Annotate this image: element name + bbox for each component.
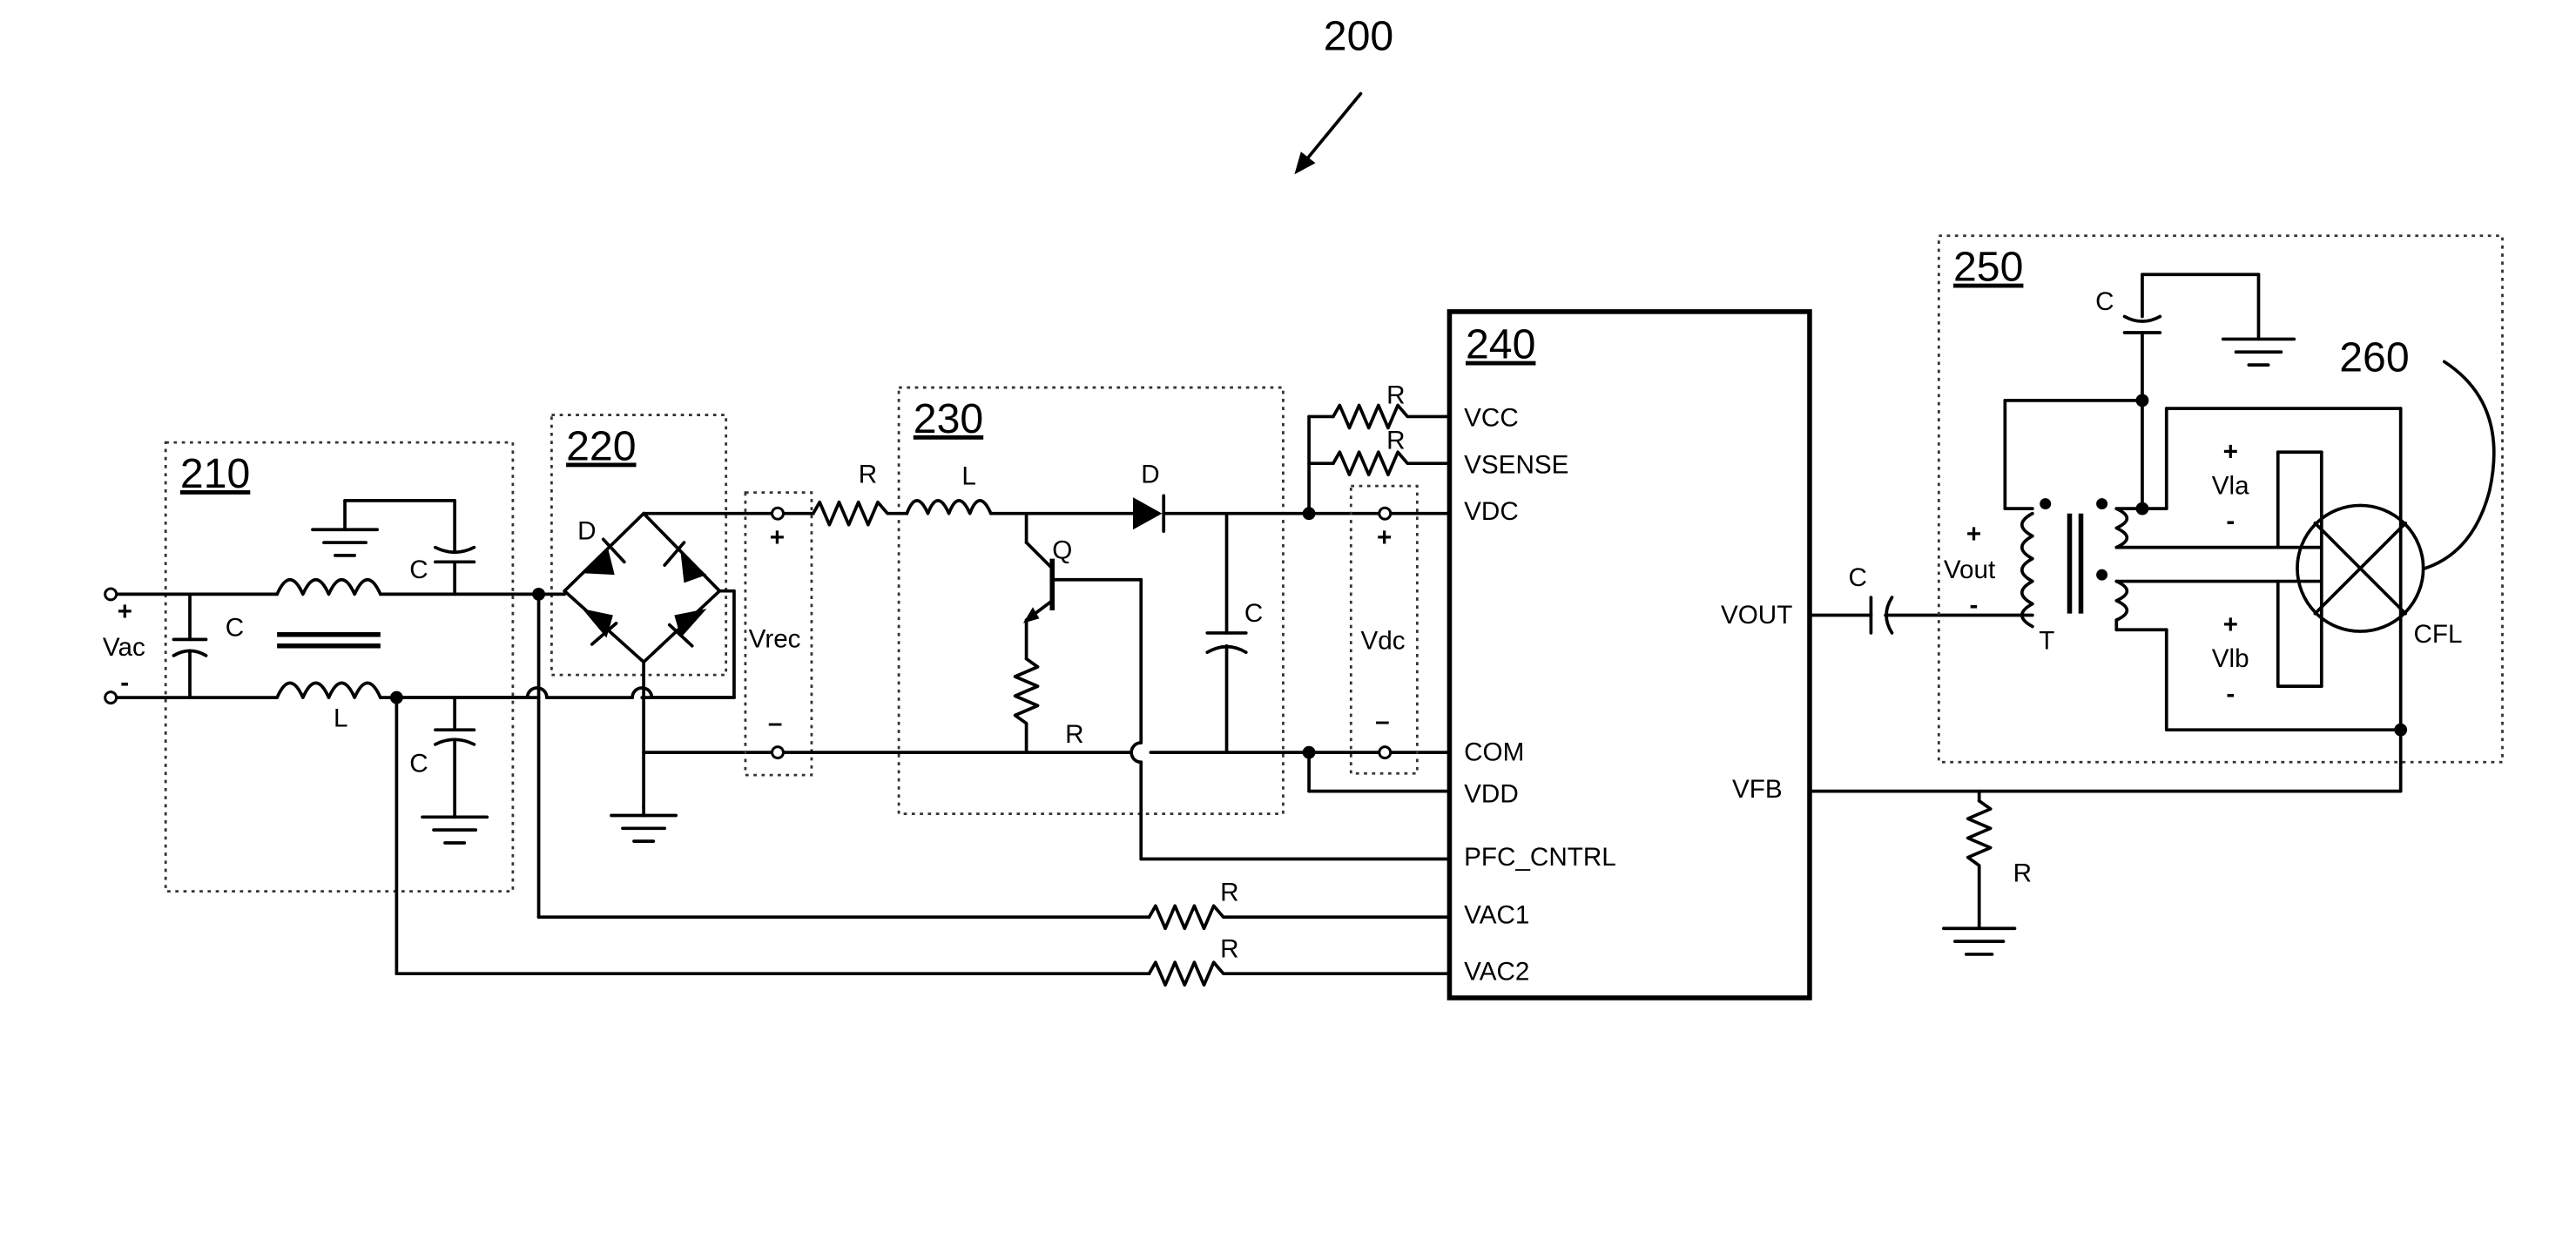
node-vdc <box>1303 507 1316 520</box>
vrec-minus-sign: – <box>768 709 783 738</box>
vout-plus-sign: + <box>1966 520 1981 549</box>
vrec-plus-terminal <box>772 508 784 519</box>
vac-plus-sign: + <box>118 597 132 626</box>
vrec-label: Vrec <box>749 625 801 654</box>
figure-ref-label: 200 <box>1324 12 1393 59</box>
vac2-resistor-label: R <box>1220 935 1238 964</box>
feedback-line <box>1810 730 2401 954</box>
block-210-label: 210 <box>180 450 250 497</box>
pin-vcc: VCC <box>1464 404 1519 433</box>
block-210-boundary <box>165 442 513 892</box>
pin-vdc: VDC <box>1464 497 1519 526</box>
boost-diode-label: D <box>1141 460 1159 488</box>
lamp-label: CFL <box>2414 620 2463 649</box>
y-capacitor-top-label: C <box>409 556 428 584</box>
vdc-plus-sign: + <box>1377 523 1392 552</box>
vlb-label: Vlb <box>2212 644 2249 673</box>
ac-sense-lines <box>396 594 1449 985</box>
pin-vfb: VFB <box>1732 775 1783 804</box>
vlb-minus-sign: - <box>2226 680 2235 709</box>
pin-vdd: VDD <box>1464 780 1519 809</box>
vla-plus-sign: + <box>2223 437 2238 466</box>
choke-label: L <box>334 704 347 732</box>
y-capacitor-bottom-label: C <box>409 749 428 778</box>
block-240-label: 240 <box>1466 321 1535 368</box>
output-coupling-capacitor <box>1810 597 2033 633</box>
pin-pfc-cntrl: PFC_CNTRL <box>1464 843 1616 872</box>
sense-resistor-label: R <box>1065 720 1083 749</box>
pin-vac1: VAC1 <box>1464 901 1529 930</box>
node-com <box>1303 746 1316 759</box>
vout-label: Vout <box>1944 556 1996 584</box>
block-220-label: 220 <box>566 422 636 469</box>
vlb-plus-sign: + <box>2223 610 2238 639</box>
bulk-capacitor-label: C <box>1244 599 1263 628</box>
resonant-capacitor-label: C <box>2095 287 2114 316</box>
transformer-label: T <box>2039 626 2054 655</box>
x-capacitor-label: C <box>226 614 244 643</box>
coupling-capacitor-label: C <box>1848 563 1866 592</box>
node-secondary-a <box>2136 502 2149 515</box>
vla-minus-sign: - <box>2226 507 2235 536</box>
pin-vout: VOUT <box>1721 601 1792 630</box>
series-resistor-label: R <box>859 460 877 488</box>
node-primary-top <box>2136 394 2149 407</box>
block-250-label: 250 <box>1953 244 2023 291</box>
pfc-inductor-label: L <box>961 461 976 490</box>
secondary-a-polarity-dot <box>2096 498 2107 509</box>
vac-minus-terminal <box>105 692 117 704</box>
vcc-resistor-label: R <box>1386 381 1405 410</box>
vla-label: Vla <box>2212 471 2249 500</box>
lamp-ref-label: 260 <box>2339 334 2409 381</box>
transistor-label: Q <box>1052 536 1072 565</box>
feedback-resistor-label: R <box>2013 859 2032 887</box>
secondary-b-polarity-dot <box>2096 569 2107 581</box>
emi-filter-wiring <box>105 501 539 843</box>
block-230-label: 230 <box>914 395 983 442</box>
vsense-resistor-label: R <box>1386 427 1405 455</box>
bridge-diode-label: D <box>577 516 596 545</box>
vac-plus-terminal <box>105 589 117 600</box>
vac-label: Vac <box>103 633 145 662</box>
vout-minus-sign: - <box>1970 591 1979 620</box>
vdc-plus-terminal <box>1379 508 1391 519</box>
vdc-label: Vdc <box>1360 626 1405 655</box>
vdc-minus-terminal <box>1379 747 1391 758</box>
vac-minus-sign: - <box>120 669 129 697</box>
vrec-plus-sign: + <box>770 523 785 552</box>
figure-ref-arrow <box>1294 94 1360 175</box>
pin-com: COM <box>1464 738 1524 766</box>
vdc-minus-sign: – <box>1375 707 1390 736</box>
primary-polarity-dot <box>2040 498 2051 509</box>
pin-vsense: VSENSE <box>1464 450 1568 479</box>
pin-vac2: VAC2 <box>1464 958 1529 987</box>
pfc-stage-wiring <box>784 495 1449 859</box>
output-stage-wiring <box>2005 274 2493 730</box>
vac1-resistor-label: R <box>1220 879 1238 907</box>
vrec-minus-terminal <box>772 747 784 758</box>
node-vfb-tap <box>2394 724 2407 737</box>
